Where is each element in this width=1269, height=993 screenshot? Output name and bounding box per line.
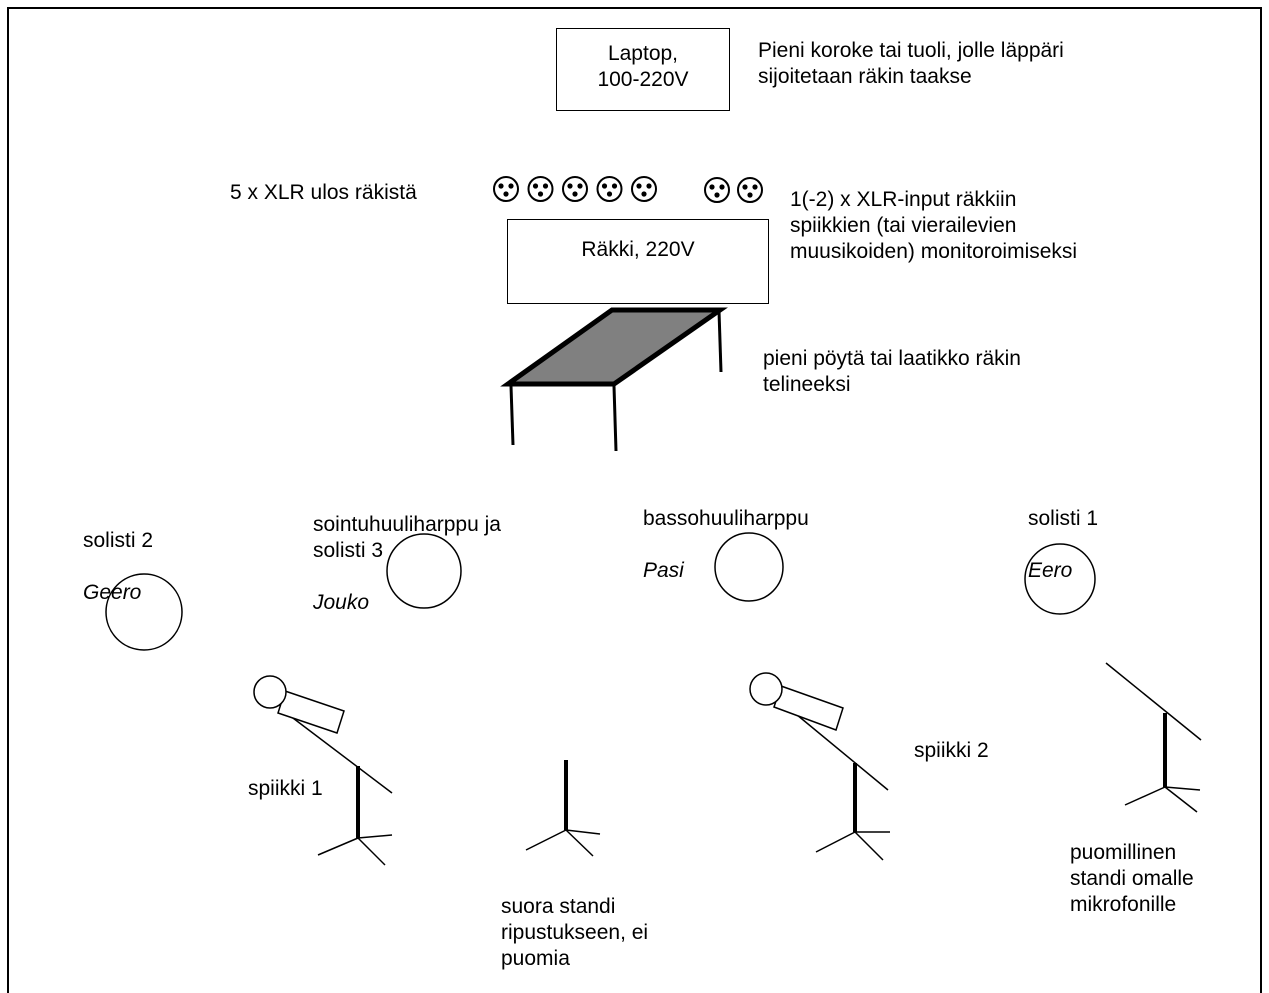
performer-circle-jouko <box>386 533 462 609</box>
table-label: pieni pöytä tai laatikko räkin telineeks… <box>763 347 1021 396</box>
xlr-out-label: 5 x XLR ulos räkistä <box>230 181 417 204</box>
table-leg <box>509 385 515 446</box>
spiikki-2-stand <box>749 672 890 861</box>
xlr-connector-icon <box>493 176 519 202</box>
performer-role: bassohuuliharppu <box>643 507 809 530</box>
laptop-box: Laptop, 100-220V <box>556 28 730 111</box>
microphone-icon <box>749 672 844 731</box>
table-leg <box>717 310 723 373</box>
performer-name: Pasi <box>643 559 684 582</box>
spiikki-1-label: spiikki 1 <box>248 777 323 800</box>
straight-stand-label: suora standi ripustukseen, ei puomia <box>501 895 649 970</box>
laptop-note: Pieni koroke tai tuoli, jolle läppäri si… <box>758 39 1064 88</box>
xlr-in-label: 1(-2) x XLR-input räkkiin spiikkien (tai… <box>790 188 1078 263</box>
performer-label-pasi: bassohuuliharppu Pasi <box>643 480 809 610</box>
xlr-connector-icon <box>631 176 657 202</box>
performer-circle-eero <box>1024 543 1096 615</box>
performer-name: Geero <box>83 581 142 604</box>
spiikki-2-label: spiikki 2 <box>914 739 989 762</box>
laptop-label-line1: Laptop, <box>607 42 679 65</box>
xlr-connector-icon <box>704 177 730 203</box>
rack-box: Räkki, 220V <box>507 219 769 304</box>
performer-circle-geero <box>105 573 183 651</box>
xlr-connector-icon <box>562 176 588 202</box>
performer-circle-pasi <box>714 532 784 602</box>
rack-label: Räkki, 220V <box>581 238 695 261</box>
performer-label-eero: solisti 1 Eero <box>1028 480 1098 610</box>
spiikki-1-stand <box>253 675 393 866</box>
microphone-icon <box>253 675 345 734</box>
diagram-frame <box>7 7 1262 993</box>
performer-role: solisti 2 <box>83 529 154 552</box>
rack-table <box>500 307 728 452</box>
performer-label-geero: solisti 2 Geero <box>83 502 153 632</box>
boom-stand-label: puomillinen standi omalle mikrofonille <box>1070 841 1194 916</box>
table-leg <box>612 385 618 452</box>
performer-role: solisti 1 <box>1028 507 1099 530</box>
performer-label-jouko: sointuhuuliharppu ja solisti 3 Jouko <box>313 486 501 642</box>
performer-role: sointuhuuliharppu ja solisti 3 <box>313 513 501 562</box>
performer-name: Jouko <box>313 591 370 614</box>
xlr-input-connectors <box>704 177 763 203</box>
laptop-label-line2: 100-220V <box>597 68 689 91</box>
xlr-connector-icon <box>596 176 623 202</box>
xlr-connector-icon <box>737 177 763 203</box>
straight-stand <box>525 760 601 857</box>
boom-stand <box>1105 662 1202 813</box>
performer-name: Eero <box>1028 559 1073 582</box>
xlr-connector-icon <box>527 176 554 202</box>
xlr-output-connectors <box>493 176 657 202</box>
table-top <box>500 307 728 387</box>
